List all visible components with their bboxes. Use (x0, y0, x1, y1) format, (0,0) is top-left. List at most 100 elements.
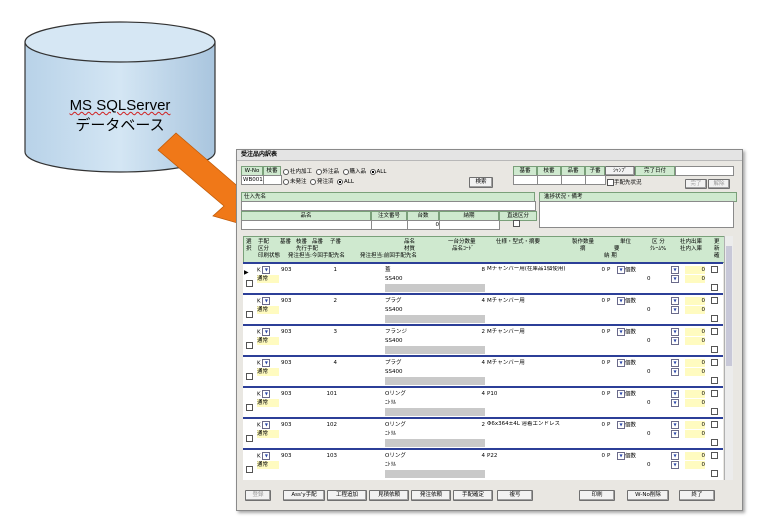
kiban-cell[interactable]: 903 (281, 329, 292, 335)
kaijo-button[interactable]: 解除 (708, 179, 730, 189)
hinmei-cell[interactable]: フランジ (385, 329, 408, 335)
tehai-status-checkbox[interactable]: 手配先状況 (607, 178, 687, 186)
search-button[interactable]: 検索 (469, 177, 493, 188)
confirm-checkbox[interactable] (711, 377, 718, 385)
qty-cell[interactable]: 4 (481, 360, 486, 366)
hinban-cell[interactable]: 4 (333, 360, 338, 366)
tehai-kind[interactable]: 通常 (257, 430, 279, 438)
tani-select[interactable]: ▼個数 (617, 452, 645, 460)
print-button[interactable]: 印刷 (579, 490, 615, 501)
confirm-checkbox[interactable] (711, 408, 718, 416)
update-checkbox[interactable] (711, 297, 718, 305)
edaban-input-2[interactable] (537, 175, 562, 185)
radio-shanai[interactable]: 社内加工 (283, 168, 312, 175)
kiban-cell[interactable]: 903 (281, 453, 292, 459)
table-row[interactable]: K ▼ 通常 903 101 Oリング ﾆﾄﾘﾙ 4 P10 0 P ▼個数 0… (243, 386, 723, 421)
wno-delete-button[interactable]: W-No削除 (627, 490, 669, 501)
table-row[interactable]: ▶ K ▼ 通常 903 1 蓋 SS400 8 Mチャンバー用(在庫品1個使用… (243, 262, 723, 297)
hinban-input[interactable] (561, 175, 586, 185)
update-checkbox[interactable] (711, 390, 718, 398)
spec-cell[interactable]: Mチャンバー用 (487, 360, 525, 366)
radio-gaichu[interactable]: 外注品 (315, 168, 339, 175)
kiban-cell[interactable]: 903 (281, 267, 292, 273)
tani-select[interactable]: ▼個数 (617, 421, 645, 429)
tani-p-cell[interactable]: P (607, 422, 611, 428)
tani-p-cell[interactable]: P (607, 453, 611, 459)
shuko-select[interactable]: ▼ (671, 390, 683, 398)
zaishitsu-cell[interactable]: SS400 (385, 338, 403, 344)
hinmei-cell[interactable]: 蓋 (385, 267, 391, 273)
row-select-checkbox[interactable] (246, 342, 253, 350)
kiban-cell[interactable]: 903 (281, 360, 292, 366)
nyuko-select[interactable]: ▼ (671, 275, 683, 283)
nyuko-select[interactable]: ▼ (671, 337, 683, 345)
tani-select[interactable]: ▼個数 (617, 328, 645, 336)
tehai-type-select[interactable]: K ▼ (257, 359, 279, 367)
noki-input[interactable] (439, 220, 500, 230)
zaishitsu-cell[interactable]: SS400 (385, 276, 403, 282)
tani-p-cell[interactable]: P (607, 360, 611, 366)
nyuko-cell[interactable]: 0 (685, 275, 705, 283)
nyuko-cell[interactable]: 0 (685, 399, 705, 407)
kubun-cell[interactable]: 0 (647, 307, 651, 313)
nyuko-select[interactable]: ▼ (671, 399, 683, 407)
tehai-type-select[interactable]: K ▼ (257, 328, 279, 336)
hinban-cell[interactable]: 3 (333, 329, 338, 335)
radio-all-2[interactable]: ALL (337, 178, 354, 185)
row-select-checkbox[interactable] (246, 466, 253, 474)
kiban-input[interactable] (513, 175, 538, 185)
estimate-request-button[interactable]: 見積依頼 (369, 490, 409, 501)
chumon-input[interactable] (371, 220, 408, 230)
update-checkbox[interactable] (711, 452, 718, 460)
qty-cell[interactable]: 8 (481, 267, 486, 273)
kubun-cell[interactable]: 0 (647, 369, 651, 375)
hinban-cell[interactable]: 101 (326, 391, 338, 397)
hinmei-cell[interactable]: Oリング (385, 453, 406, 459)
tehai-type-select[interactable]: K ▼ (257, 390, 279, 398)
tani-select[interactable]: ▼個数 (617, 390, 645, 398)
kubun-cell[interactable]: 0 (647, 431, 651, 437)
seisaku-cell[interactable]: 0 (601, 391, 606, 397)
confirm-checkbox[interactable] (711, 470, 718, 478)
spec-cell[interactable]: P22 (487, 453, 498, 459)
nyuko-select[interactable]: ▼ (671, 368, 683, 376)
hinmei-cell[interactable]: Oリング (385, 422, 406, 428)
table-row[interactable]: K ▼ 通常 903 2 プラグ SS400 4 Mチャンバー用 0 P ▼個数… (243, 293, 723, 328)
radio-mihatchu[interactable]: 未発注 (283, 178, 307, 185)
hinban-cell[interactable]: 103 (326, 453, 338, 459)
update-checkbox[interactable] (711, 328, 718, 336)
hinban-cell[interactable]: 1 (333, 267, 338, 273)
tehai-kind[interactable]: 通常 (257, 306, 279, 314)
seisaku-cell[interactable]: 0 (601, 453, 606, 459)
update-checkbox[interactable] (711, 421, 718, 429)
confirm-checkbox[interactable] (711, 315, 718, 323)
qty-cell[interactable]: 2 (481, 422, 486, 428)
shuko-select[interactable]: ▼ (671, 359, 683, 367)
tehai-kind[interactable]: 通常 (257, 275, 279, 283)
tani-select[interactable]: ▼個数 (617, 297, 645, 305)
zaishitsu-cell[interactable]: ﾆﾄﾘﾙ (385, 400, 397, 406)
tani-p-cell[interactable]: P (607, 298, 611, 304)
tani-p-cell[interactable]: P (607, 391, 611, 397)
shuko-cell[interactable]: 0 (685, 421, 705, 429)
spec-cell[interactable]: Mチャンバー用 (487, 298, 525, 304)
shuko-select[interactable]: ▼ (671, 421, 683, 429)
seisaku-cell[interactable]: 0 (601, 422, 606, 428)
table-row[interactable]: K ▼ 通常 903 102 Oリング ﾆﾄﾘﾙ 2 Φ6x364±4L 溶着エ… (243, 417, 723, 452)
kiban-cell[interactable]: 903 (281, 422, 292, 428)
radio-all-1[interactable]: ALL (369, 168, 386, 175)
kiban-cell[interactable]: 903 (281, 298, 292, 304)
qty-cell[interactable]: 2 (481, 329, 486, 335)
shuko-select[interactable]: ▼ (671, 266, 683, 274)
spec-cell[interactable]: Mチャンバー用 (487, 329, 525, 335)
exit-button[interactable]: 終了 (679, 490, 715, 501)
order-request-button[interactable]: 発注依頼 (411, 490, 451, 501)
spec-cell[interactable]: Φ6x364±4L 溶着エンドレス (487, 421, 561, 427)
tehai-kind[interactable]: 通常 (257, 337, 279, 345)
tani-select[interactable]: ▼個数 (617, 266, 645, 274)
seisaku-cell[interactable]: 0 (601, 329, 606, 335)
tehai-type-select[interactable]: K ▼ (257, 297, 279, 305)
tehai-kind[interactable]: 通常 (257, 461, 279, 469)
kubun-cell[interactable]: 0 (647, 338, 651, 344)
tani-select[interactable]: ▼個数 (617, 359, 645, 367)
